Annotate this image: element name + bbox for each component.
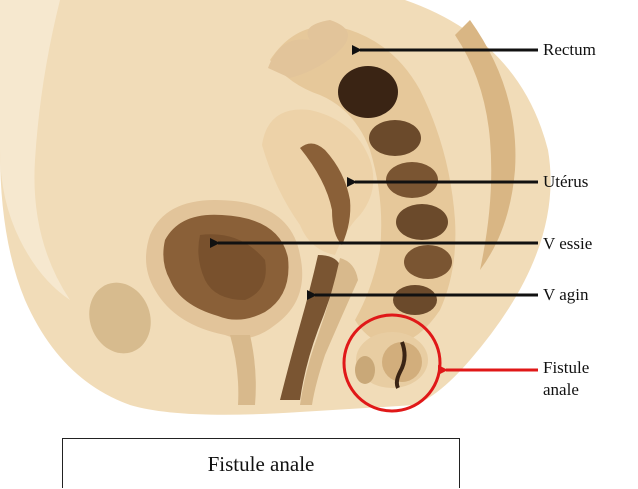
- rectum-lumen-1: [369, 120, 421, 156]
- label-fistule-anale: Fistule anale: [543, 357, 589, 401]
- rectum-lumen-2: [386, 162, 438, 198]
- perineal-tissue: [355, 356, 375, 384]
- label-uterus: Utérus: [543, 172, 588, 192]
- caption-box: Fistule anale: [62, 438, 460, 488]
- rectum-lumen-4: [404, 245, 452, 279]
- label-vagin: V agin: [543, 285, 589, 305]
- label-rectum: Rectum: [543, 40, 596, 60]
- label-fistule-line2: anale: [543, 379, 589, 401]
- rectum-lumen-3: [396, 204, 448, 240]
- rectum-lumen-top: [338, 66, 398, 118]
- caption-text: Fistule anale: [63, 439, 459, 489]
- label-vessie: V essie: [543, 234, 592, 254]
- rectum-lumen-5: [393, 285, 437, 315]
- label-fistule-line1: Fistule: [543, 357, 589, 379]
